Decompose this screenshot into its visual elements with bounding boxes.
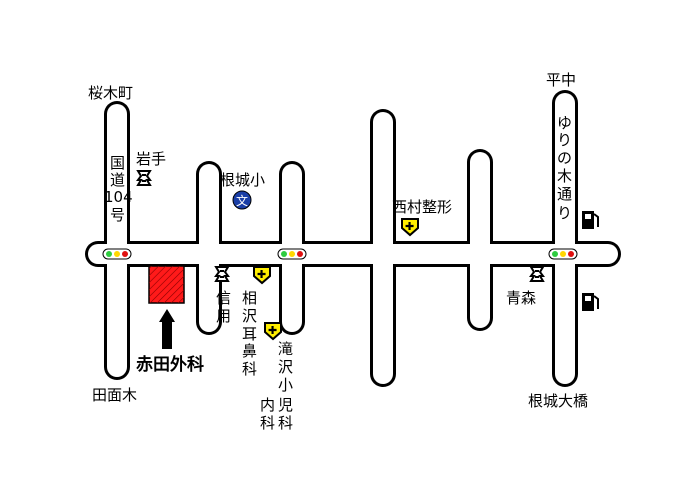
yurinoki-char: 木 [557, 167, 572, 185]
route104-label: 国 道 104 号 [104, 154, 133, 224]
takizawa-char: 沢 [278, 358, 293, 376]
ka-char: 科 [278, 414, 293, 432]
target-clinic-label: 赤田外科 [136, 354, 204, 375]
yurinoki-char: り [557, 204, 572, 222]
place-sakuragicho: 桜木町 [88, 84, 133, 102]
yurinoki-char: の [557, 149, 572, 167]
landmark-aizawa-ent: 相 沢 耳 鼻 科 [242, 289, 257, 378]
aizawa-char: 科 [242, 360, 257, 378]
takizawa-char: 滝 [278, 340, 293, 358]
hospital-cross: ✚ [257, 268, 266, 281]
route104-line1: 国 [110, 154, 125, 172]
hospital-icon: ✚ [253, 266, 271, 285]
route104-line4: 号 [110, 206, 125, 224]
traffic-signal-icon [548, 248, 578, 260]
target-arrow-icon [159, 309, 175, 349]
landmark-nishimura-seikei: 西村整形 [392, 198, 452, 216]
aizawa-char: 耳 [242, 325, 257, 343]
gas-station-icon [582, 211, 599, 229]
yurinoki-dori-label: ゆ り の 木 通 り [557, 114, 572, 222]
yurinoki-char: り [557, 131, 572, 149]
shinyou-char: 用 [216, 307, 231, 325]
traffic-signal-icon [102, 248, 132, 260]
aizawa-char: 鼻 [242, 342, 257, 360]
hospital-cross: ✚ [405, 220, 414, 233]
takizawa-char: 小 [278, 376, 293, 394]
aizawa-char: 相 [242, 289, 257, 307]
place-denmengi: 田面木 [92, 386, 137, 404]
gas-station-icon [582, 293, 599, 311]
target-clinic-building [148, 265, 185, 304]
landmark-shinyou: 信 用 [216, 289, 231, 325]
school-icon: 文 [232, 190, 252, 210]
bank-icon [136, 170, 152, 186]
naiji-char: 児 [278, 396, 293, 414]
yurinoki-char: 通 [557, 185, 572, 203]
route104-line3: 104 [104, 188, 133, 206]
hospital-cross: ✚ [268, 324, 277, 337]
shinyou-char: 信 [216, 289, 231, 307]
school-glyph: 文 [236, 193, 248, 208]
hospital-icon: ✚ [401, 218, 419, 237]
naiji-char: 内 [260, 396, 275, 414]
ka-char: 科 [260, 414, 275, 432]
place-heichu: 平中 [546, 71, 576, 89]
landmark-iwate: 岩手 [136, 150, 166, 168]
yurinoki-char: ゆ [557, 114, 572, 132]
road-fills [88, 93, 618, 384]
bank-icon [214, 266, 230, 282]
road-outlines [85, 90, 621, 387]
landmark-aomori: 青森 [506, 289, 536, 307]
aizawa-char: 沢 [242, 307, 257, 325]
traffic-signal-icon [277, 248, 307, 260]
bank-icon [529, 266, 545, 282]
route104-line2: 道 [110, 171, 125, 189]
hospital-icon: ✚ [264, 322, 282, 341]
landmark-neshiro-elementary: 根城小 [220, 171, 265, 189]
landmark-takizawa-pediatrics: 滝 沢 小 内 児 科 科 [260, 340, 293, 432]
place-neshiro-ohashi: 根城大橋 [528, 392, 588, 410]
